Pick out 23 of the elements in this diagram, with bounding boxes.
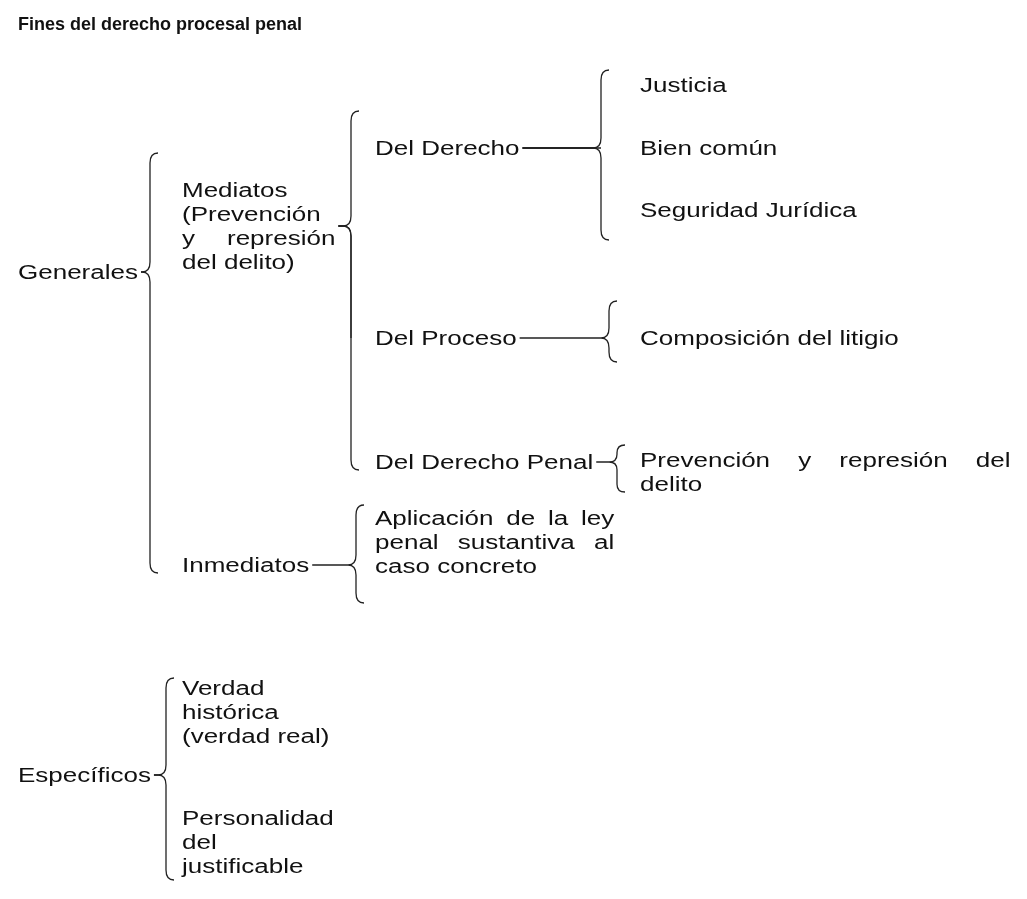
brace-connector xyxy=(140,152,159,273)
node-label: Mediatos (Prevención y represión del delito) xyxy=(182,178,336,274)
node-label: Inmediatos xyxy=(182,553,310,577)
node-label: Justicia xyxy=(640,73,727,97)
brace-connector xyxy=(311,504,365,604)
node-label: Específicos xyxy=(18,763,151,787)
node-label: Del Derecho xyxy=(375,136,520,160)
node-label: Generales xyxy=(18,260,138,284)
node-label: Composición del litigio xyxy=(640,326,899,350)
brace-connector xyxy=(595,444,626,493)
node-label: Del Proceso xyxy=(375,326,517,350)
brace-connector xyxy=(521,147,610,241)
node-label: Del Derecho Penal xyxy=(375,450,594,474)
node-label: Personalidad del justificable xyxy=(182,806,335,878)
node-label: Verdad histórica (verdad real) xyxy=(182,676,331,748)
brace-connector xyxy=(337,225,360,471)
node-label: Seguridad Jurídica xyxy=(640,198,857,222)
brace-connector xyxy=(153,774,175,881)
node-label: Aplicación de la ley penal sustantiva al caso concreto xyxy=(375,506,615,578)
brace-connector xyxy=(518,300,618,363)
diagram-title: Fines del derecho procesal penal xyxy=(18,14,303,35)
node-label: Bien común xyxy=(640,136,778,160)
node-label: Prevención y represión del delito xyxy=(640,448,1011,496)
